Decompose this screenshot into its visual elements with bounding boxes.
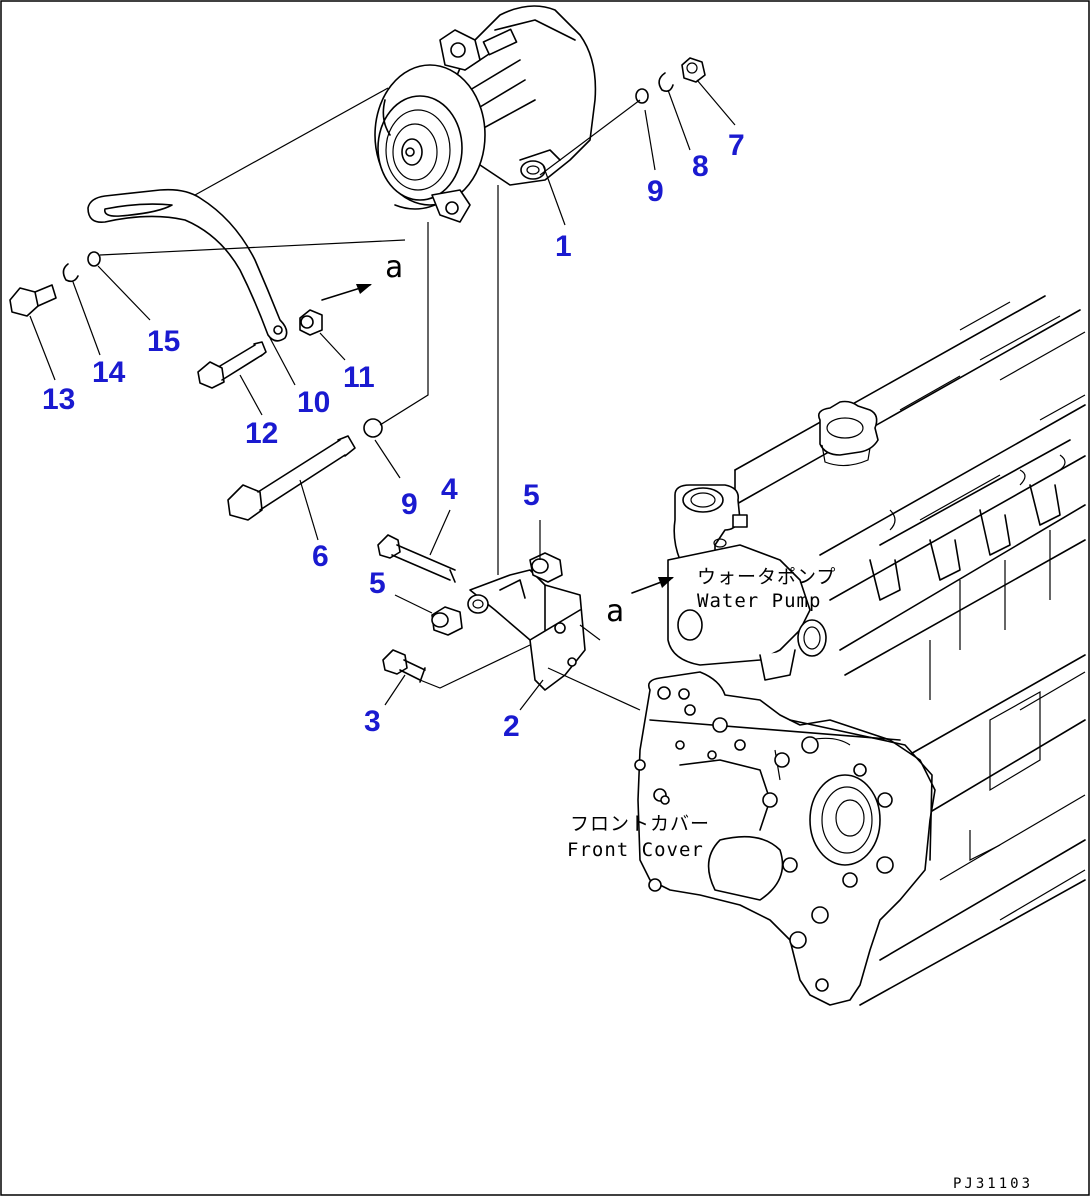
callout-10: 10 — [297, 386, 330, 419]
callout-9-lower: 9 — [401, 488, 418, 521]
spacer-11 — [299, 309, 323, 336]
drawing-code: PJ31103 — [953, 1176, 1033, 1192]
callout-12: 12 — [245, 417, 278, 450]
callout-3: 3 — [364, 705, 381, 738]
reference-mark-lower: a — [606, 594, 624, 629]
bolt-3 — [382, 649, 426, 683]
bolt-12 — [197, 341, 267, 389]
label-front-cover-en: Front Cover — [567, 839, 704, 861]
engine-block — [734, 295, 1086, 1006]
washer-9-lower — [363, 418, 383, 438]
callout-14: 14 — [92, 356, 126, 389]
spacer-5-upper — [529, 552, 563, 583]
reference-mark-upper: a — [385, 250, 403, 285]
washer-9-upper — [635, 88, 649, 104]
callout-11: 11 — [343, 361, 375, 394]
alternator — [374, 5, 597, 223]
callout-9-upper: 9 — [647, 175, 664, 208]
adjusting-bar — [87, 188, 288, 342]
water-pump — [667, 484, 827, 681]
washer-15 — [87, 251, 101, 267]
reference-arrow-upper — [321, 284, 372, 301]
label-water-pump-en: Water Pump — [697, 590, 821, 612]
callout-15: 15 — [147, 325, 180, 358]
lock-washer-14 — [62, 263, 79, 283]
label-water-pump-jp: ウォータポンプ — [697, 566, 836, 588]
callout-2: 2 — [503, 710, 520, 743]
callout-1: 1 — [555, 230, 572, 263]
front-cover — [634, 671, 936, 1006]
bolt-4 — [377, 534, 456, 583]
bolt-13 — [9, 284, 57, 317]
spacer-5-lower — [431, 606, 463, 636]
bolt-6 — [227, 435, 356, 521]
callout-5-lower: 5 — [369, 567, 386, 600]
callout-8: 8 — [692, 150, 709, 183]
callout-7: 7 — [728, 129, 745, 162]
reference-arrow-lower — [631, 577, 674, 594]
callout-13: 13 — [42, 383, 75, 416]
label-front-cover-jp: フロントカバー — [570, 813, 710, 835]
lock-washer-8 — [658, 72, 674, 92]
nut-7 — [681, 57, 706, 83]
assembly-lines — [29, 79, 736, 711]
callout-5-upper: 5 — [523, 479, 540, 512]
callout-4: 4 — [441, 473, 458, 506]
alternator-bracket — [467, 569, 586, 691]
callout-6: 6 — [312, 540, 329, 573]
